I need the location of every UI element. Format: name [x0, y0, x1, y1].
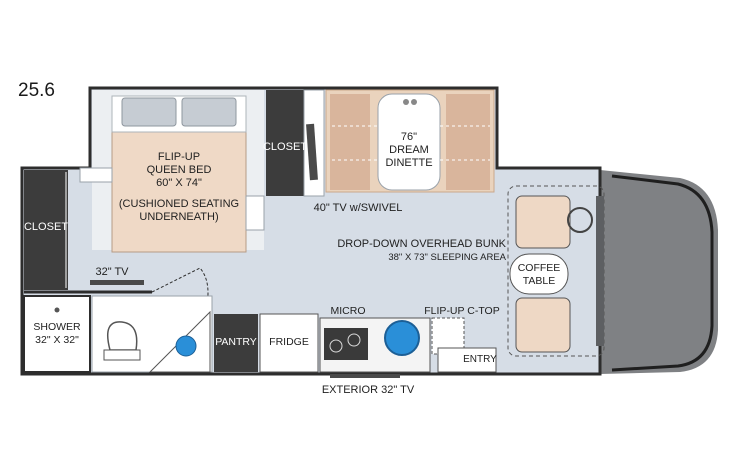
- cab-windshield-outline: [611, 174, 714, 372]
- queen-bed: [111, 111, 247, 253]
- driver-seat: [515, 195, 571, 249]
- closet-top: [266, 90, 304, 196]
- dinette-hardware-2: [411, 99, 417, 105]
- dinette-bench-left: [330, 94, 370, 190]
- coffee-table: [509, 253, 569, 295]
- pillow-left: [121, 97, 177, 127]
- bed-label-1: FLIP-UP: [158, 151, 200, 163]
- bed-label-4: (CUSHIONED SEATING: [119, 198, 239, 210]
- coffee-label-2: TABLE: [523, 275, 555, 287]
- dinette-hardware-1: [403, 99, 409, 105]
- model-number: 25.6: [18, 80, 55, 101]
- flip-ctop-label: FLIP-UP C-TOP: [424, 305, 499, 317]
- pillow-right: [181, 97, 237, 127]
- closet-left-label: CLOSET: [24, 221, 68, 233]
- bed-nightstand: [79, 167, 113, 183]
- tv-swivel-label: 40" TV w/SWIVEL: [314, 202, 403, 214]
- cab-nose: [600, 170, 718, 374]
- closet-left: [24, 170, 68, 290]
- exterior-tv: [330, 374, 400, 378]
- toilet: [107, 321, 138, 351]
- shower-drain: [54, 307, 60, 313]
- dinette-label-3: DINETTE: [385, 157, 432, 169]
- shower-label-1: SHOWER: [33, 321, 81, 333]
- coffee-label-1: COFFEE: [518, 262, 561, 274]
- bunk-label-2: 38" X 73" SLEEPING AREA: [388, 252, 506, 263]
- dinette-label-2: DREAM: [389, 144, 429, 156]
- entry-label: ENTRY: [463, 354, 497, 365]
- bath-sink: [175, 335, 197, 357]
- steering-wheel: [567, 207, 593, 233]
- exterior-tv-label: EXTERIOR 32" TV: [322, 384, 415, 396]
- kitchen-sink: [384, 320, 420, 356]
- tv-40-swivel: [306, 123, 318, 181]
- stovetop: [324, 328, 368, 360]
- pantry: [214, 314, 258, 372]
- pantry-label: PANTRY: [215, 336, 257, 348]
- shower-label-2: 32" X 32": [35, 334, 79, 346]
- dinette-table: [377, 93, 441, 191]
- dinette-label-1: 76": [401, 131, 417, 143]
- bed-side-step: [245, 195, 265, 231]
- burner-1: [329, 339, 343, 353]
- bed-label-5: UNDERNEATH): [139, 211, 218, 223]
- bunk-label-1: DROP-DOWN OVERHEAD BUNK: [337, 238, 506, 250]
- dashboard: [596, 196, 604, 346]
- toilet-tank: [103, 349, 141, 361]
- passenger-seat: [515, 297, 571, 353]
- bed-label-3: 60" X 74": [156, 177, 202, 189]
- tv-32-label: 32" TV: [95, 266, 129, 278]
- entry-step: [437, 347, 497, 373]
- fridge: [259, 313, 319, 373]
- micro-label: MICRO: [331, 305, 366, 317]
- bed-label-2: QUEEN BED: [147, 164, 212, 176]
- fridge-label: FRIDGE: [269, 336, 309, 348]
- dinette-bench-right: [446, 94, 490, 190]
- burner-2: [347, 333, 361, 347]
- closet-top-label: CLOSET: [263, 141, 307, 153]
- tv-32: [90, 280, 144, 285]
